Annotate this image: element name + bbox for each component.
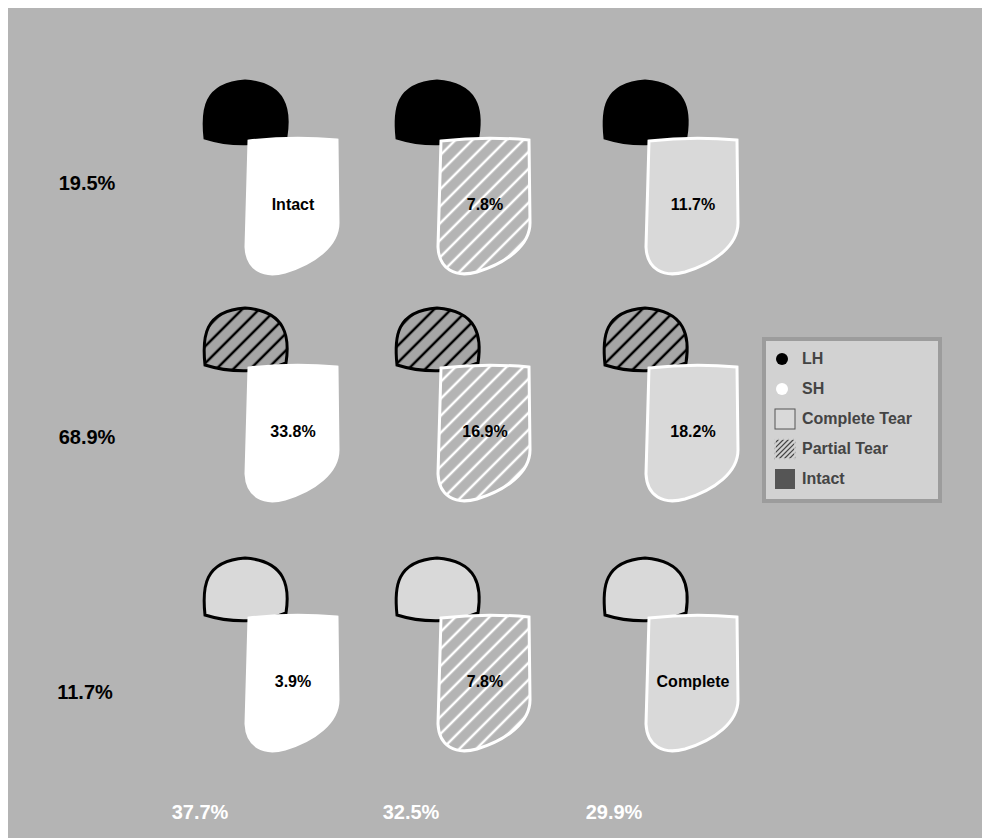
body-shape xyxy=(646,138,738,274)
legend-swatch xyxy=(774,408,796,430)
legend-color xyxy=(776,383,788,395)
column-percentage: 32.5% xyxy=(383,801,440,824)
tendon-body: 33.8% xyxy=(243,362,343,502)
row-percentage: 19.5% xyxy=(59,172,116,195)
legend-item: Partial Tear xyxy=(766,434,938,464)
legend-item: SH xyxy=(766,374,938,404)
tendon-body: 18.2% xyxy=(643,362,743,502)
percentage-text: 16.9% xyxy=(462,423,507,441)
legend-text: SH xyxy=(802,380,824,398)
tendon-body: 7.8% xyxy=(435,135,535,275)
legend-swatch xyxy=(774,468,796,490)
legend-color xyxy=(776,353,788,365)
column-percentage: 37.7% xyxy=(172,801,229,824)
legend-color xyxy=(775,469,795,489)
legend-item: Intact xyxy=(766,464,938,494)
percentage-text: 11.7% xyxy=(671,196,715,214)
percentage-text: 7.8% xyxy=(467,673,503,691)
body-shape xyxy=(246,615,338,751)
legend-item: LH xyxy=(766,344,938,374)
tendon-body: 16.9% xyxy=(435,362,535,502)
legend-text: LH xyxy=(802,350,823,368)
tendon-body: Complete xyxy=(643,612,743,752)
legend-text: Partial Tear xyxy=(802,440,888,458)
body-shape xyxy=(438,615,530,751)
legend-swatch xyxy=(774,378,796,400)
legend-text: Intact xyxy=(802,470,845,488)
tendon-body: 11.7% xyxy=(643,135,743,275)
tendon-body: 7.8% xyxy=(435,612,535,752)
percentage-text: Intact xyxy=(272,196,315,214)
body-shape xyxy=(438,365,530,501)
legend-color xyxy=(775,409,795,429)
body-shape xyxy=(246,138,338,274)
percentage-text: 3.9% xyxy=(275,673,311,691)
tendon-body: Intact xyxy=(243,135,343,275)
row-percentage: 68.9% xyxy=(59,426,116,449)
legend-swatch xyxy=(774,438,796,460)
body-shape xyxy=(646,615,738,751)
legend-text: Complete Tear xyxy=(802,410,912,428)
row-percentage: 11.7% xyxy=(57,681,113,704)
legend-swatch xyxy=(774,348,796,370)
legend-box: LH SH Complete TearPartial TearIntact xyxy=(762,337,942,503)
column-percentage: 29.9% xyxy=(586,801,643,824)
percentage-text: 33.8% xyxy=(270,423,315,441)
percentage-text: 18.2% xyxy=(670,423,715,441)
body-shape xyxy=(438,138,530,274)
tendon-body: 3.9% xyxy=(243,612,343,752)
legend-item: Complete Tear xyxy=(766,404,938,434)
body-shape xyxy=(646,365,738,501)
body-shape xyxy=(246,365,338,501)
percentage-text: Complete xyxy=(657,673,730,691)
background-panel: Intact 7.8% 11.7% 33.8% 16.9% 18.2% 3.9% 7.8% Co… xyxy=(8,8,982,838)
percentage-text: 7.8% xyxy=(467,196,503,214)
